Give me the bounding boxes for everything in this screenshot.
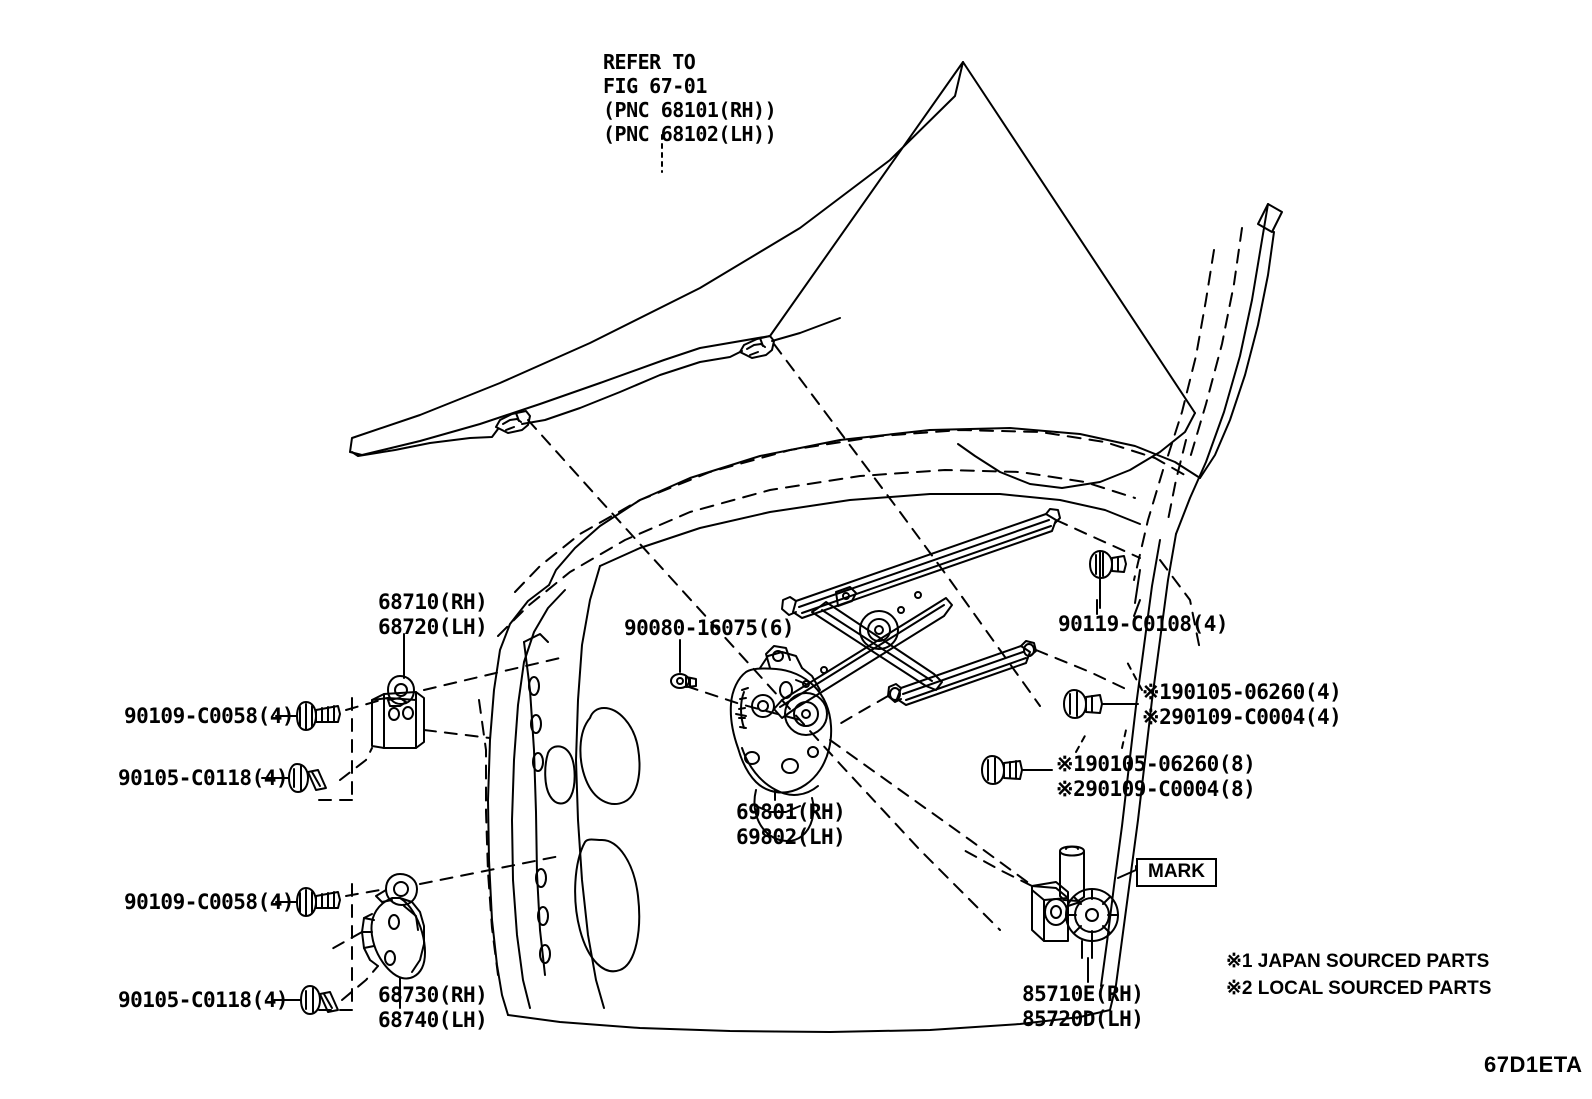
bolt-rail-japan: ※190105-06260(4) bbox=[1142, 680, 1342, 704]
sourcing-legend: ※1 JAPAN SOURCED PARTS ※2 LOCAL SOURCED P… bbox=[1226, 948, 1491, 1002]
label-clip-90080: 90080-16075(6) bbox=[624, 616, 795, 640]
bolt-reg-japan: ※190105-06260(8) bbox=[1056, 752, 1256, 776]
bolt-90109-upper bbox=[296, 701, 341, 731]
glass-clamp-bracket-right bbox=[739, 335, 775, 359]
clip-90080 bbox=[670, 673, 697, 689]
label-bolt-90105-lower: 90105-C0118(4) bbox=[118, 988, 289, 1012]
regulator-lower-rail bbox=[887, 640, 1037, 706]
hinge-lower-lh: 68740(LH) bbox=[378, 1008, 488, 1032]
door-hinge-flange bbox=[523, 633, 551, 976]
leader-lines bbox=[261, 134, 1143, 1001]
label-bolt-90109-upper: 90109-C0058(4) bbox=[124, 704, 295, 728]
regulator-rh: 69801(RH) bbox=[736, 800, 846, 824]
regulator-gear-housing bbox=[729, 645, 833, 842]
label-bolt-reg-sourced: ※190105-06260(8)※290109-C0004(8) bbox=[1056, 752, 1256, 802]
refer-line-4: (PNC 68102(LH)) bbox=[603, 122, 777, 146]
bolt-90105-upper bbox=[288, 763, 327, 793]
window-regulator-assembly bbox=[729, 508, 1061, 842]
door-glass-lower-edge bbox=[351, 317, 841, 457]
figure-code: 67D1ETA bbox=[1484, 1052, 1583, 1077]
door-hinge-upper bbox=[371, 647, 425, 749]
regulator-scissor-arms bbox=[773, 591, 953, 719]
door-inner-panel bbox=[544, 493, 1141, 1009]
glass-clamp-bracket-left bbox=[495, 410, 531, 434]
bolt-rail-local: ※290109-C0004(4) bbox=[1142, 705, 1342, 729]
hinge-upper-rh: 68710(RH) bbox=[378, 590, 488, 614]
window-motor-assembly bbox=[1031, 845, 1119, 959]
mark-callout-box: MARK bbox=[1136, 858, 1217, 887]
motor-rh: 85710E(RH) bbox=[1022, 982, 1144, 1006]
bolt-reg-8 bbox=[981, 755, 1023, 785]
door-glass-outline bbox=[349, 61, 1283, 489]
nut-leader-ticks bbox=[1096, 599, 1141, 617]
label-regulator: 69801(RH)69802(LH) bbox=[736, 800, 846, 850]
refer-line-2: FIG 67-01 bbox=[603, 74, 707, 98]
bolt-90105-lower bbox=[300, 985, 339, 1015]
door-hinge-lower bbox=[361, 873, 426, 1009]
bolt-reg-local: ※290109-C0004(8) bbox=[1056, 777, 1256, 801]
label-hinge-lower: 68730(RH)68740(LH) bbox=[378, 983, 488, 1033]
nut-90119 bbox=[1089, 550, 1127, 579]
refer-line-1: REFER TO bbox=[603, 50, 696, 74]
legend-note-2: ※2 LOCAL SOURCED PARTS bbox=[1226, 978, 1492, 999]
hinge-lower-rh: 68730(RH) bbox=[378, 983, 488, 1007]
refer-line-3: (PNC 68101(RH)) bbox=[603, 98, 777, 122]
door-hidden-lines bbox=[478, 227, 1243, 976]
hinge-upper-lh: 68720(LH) bbox=[378, 615, 488, 639]
bolt-90109-lower bbox=[296, 887, 341, 917]
motor-lh: 85720D(LH) bbox=[1022, 1007, 1144, 1031]
label-bolt-rail-sourced: ※190105-06260(4)※290109-C0004(4) bbox=[1142, 680, 1342, 730]
regulator-lh: 69802(LH) bbox=[736, 825, 846, 849]
label-nut-90119: 90119-C0108(4) bbox=[1058, 612, 1229, 636]
bolt-rail-4 bbox=[1063, 689, 1103, 719]
label-motor: 85710E(RH)85720D(LH) bbox=[1022, 982, 1144, 1032]
legend-note-1: ※1 JAPAN SOURCED PARTS bbox=[1226, 951, 1490, 972]
label-bolt-90109-lower: 90109-C0058(4) bbox=[124, 890, 295, 914]
label-bolt-90105-upper: 90105-C0118(4) bbox=[118, 766, 289, 790]
regulator-upper-rail bbox=[781, 508, 1061, 619]
assembly-dashed-lines bbox=[311, 343, 1201, 1011]
label-hinge-upper: 68710(RH)68720(LH) bbox=[378, 590, 488, 640]
